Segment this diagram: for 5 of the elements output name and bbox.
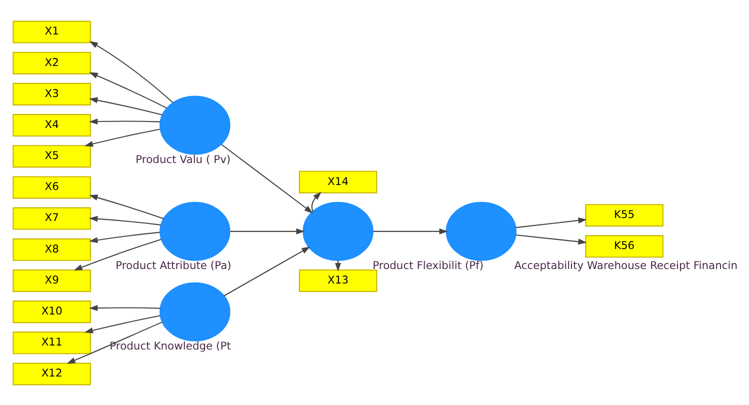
node-label: Product Knowledge (Pt <box>110 338 231 352</box>
node-label: Product Attribute (Pa) <box>116 258 232 272</box>
node-label: Acceptability Warehouse Receipt Financin <box>514 258 738 272</box>
node-label: Product Valu ( Pv) <box>136 152 231 166</box>
node-label: Product Flexibilit (Pf) <box>372 258 484 272</box>
